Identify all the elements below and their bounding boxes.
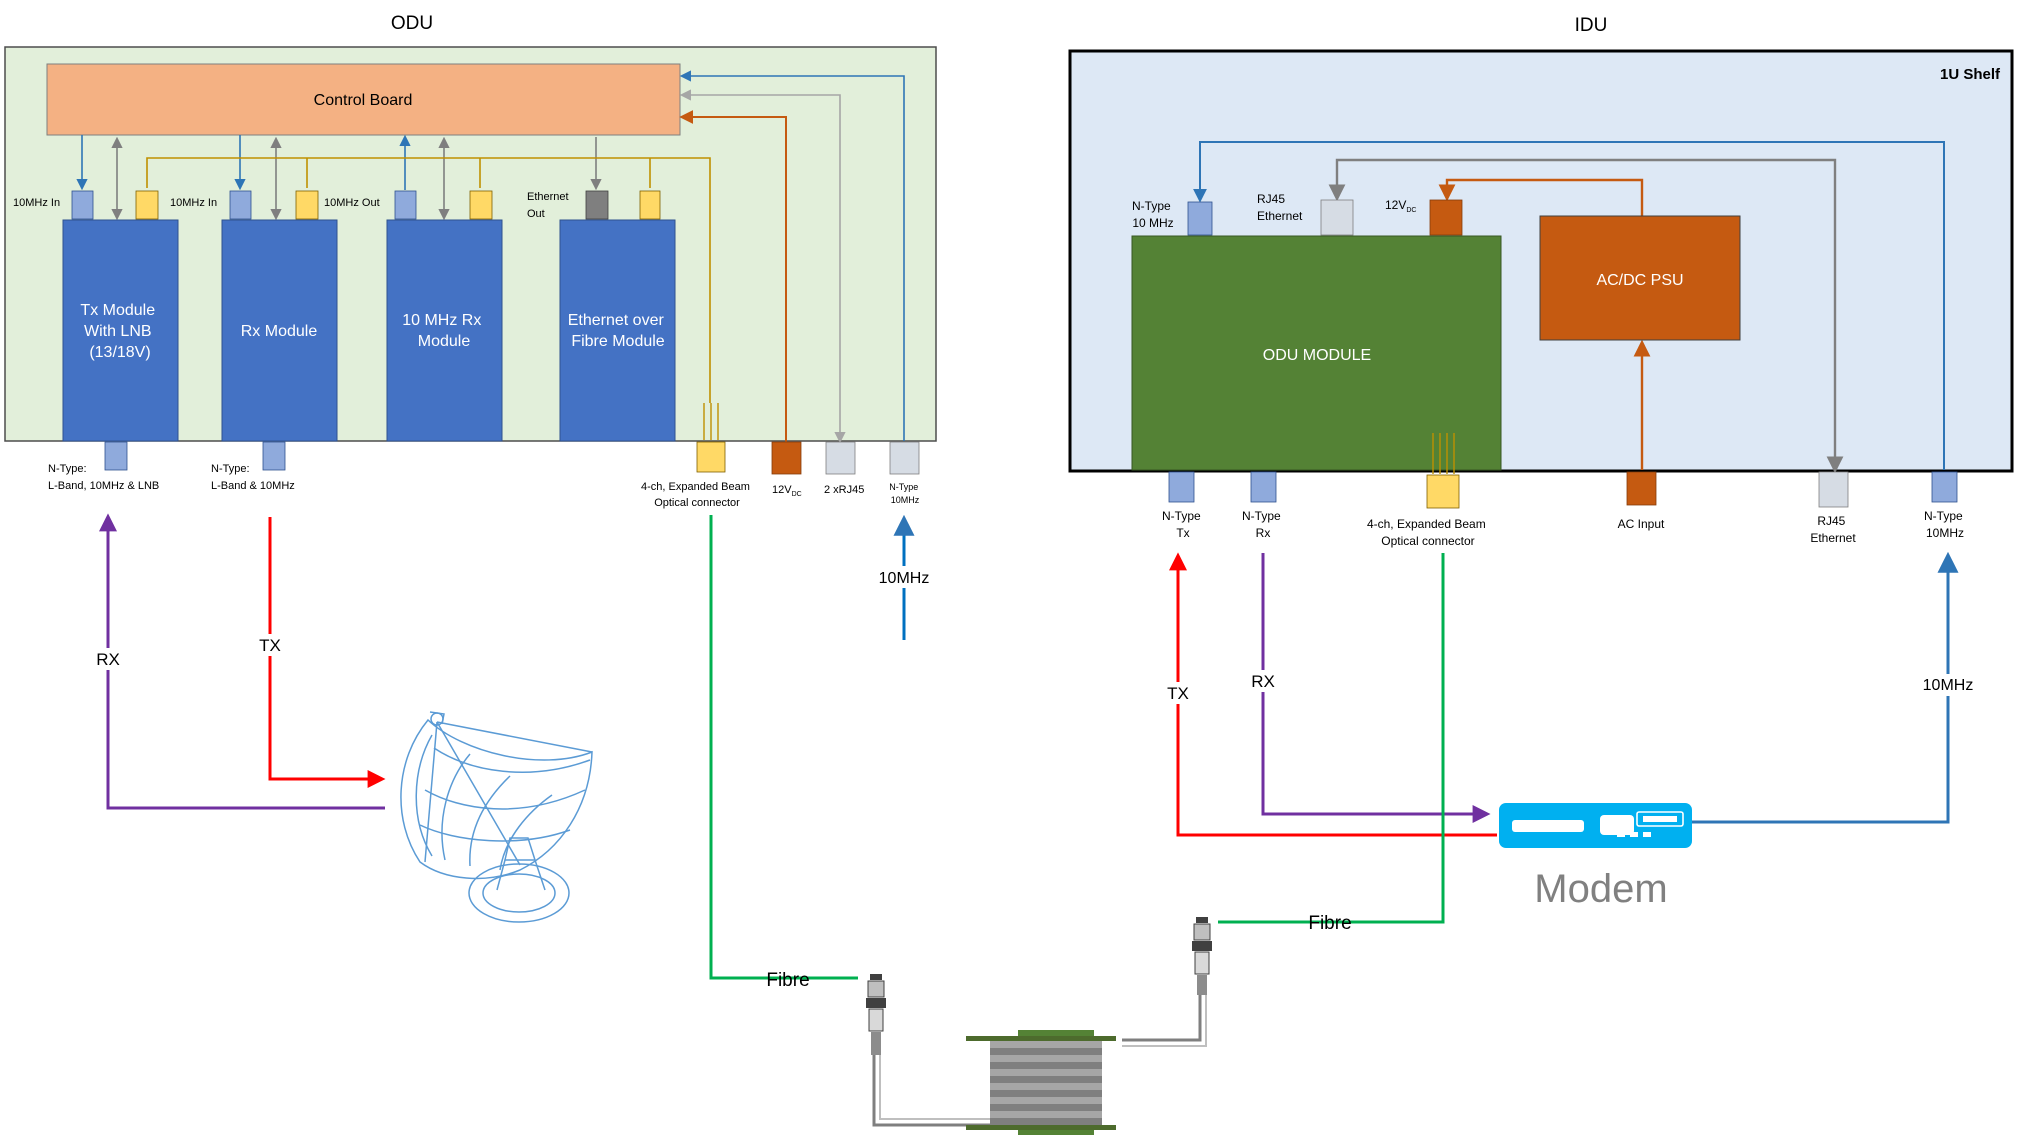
idu-shelf-label: 1U Shelf bbox=[1940, 66, 2001, 83]
tx-left-label: TX bbox=[259, 636, 281, 655]
tx-left-label-bg bbox=[254, 634, 286, 656]
rx-module bbox=[221, 219, 338, 442]
odu-rj45-port bbox=[825, 441, 856, 475]
ethernet-out-label: Ethernet Out bbox=[527, 191, 572, 220]
rx-module-label: Rx Module bbox=[241, 323, 318, 340]
tx-10mhz-in-port bbox=[71, 190, 94, 220]
odu-ntype-rx-port bbox=[262, 441, 286, 471]
rx-aux-port bbox=[295, 190, 319, 220]
ac-dc-psu-label: AC/DC PSU bbox=[1596, 272, 1683, 289]
10mhz-rx-module-label: 10 MHz Rx Module bbox=[402, 312, 486, 350]
idu-12vdc-label: 12VDC bbox=[1385, 198, 1416, 214]
modem-label: Modem bbox=[1534, 867, 1667, 911]
idu-ac-input-port bbox=[1626, 471, 1657, 506]
ac-dc-psu bbox=[1539, 215, 1741, 341]
rx-10mhz-in-port bbox=[229, 190, 252, 220]
idu-title: IDU bbox=[1575, 15, 1608, 36]
odu-ntype-10mhz-label: N-Type 10MHz bbox=[889, 482, 921, 505]
fibre-reel-icon bbox=[872, 995, 1207, 1135]
idu-optical-label: 4-ch, Expanded Beam Optical connector bbox=[1367, 517, 1489, 548]
10mhz-right-label: 10MHz bbox=[1923, 677, 1974, 694]
rx-left-label: RX bbox=[96, 650, 120, 669]
idu-ac-input-label: AC Input bbox=[1618, 517, 1665, 531]
idu-ntype-rx-label: N-Type Rx bbox=[1242, 509, 1284, 540]
odu-ntype-tx-port bbox=[104, 441, 128, 471]
tx-10mhz-in-label: 10MHz In bbox=[13, 197, 60, 209]
odu-internal-links bbox=[76, 70, 905, 444]
fibre-connector-left-icon bbox=[866, 974, 886, 1055]
tx-right-label-bg bbox=[1162, 682, 1194, 704]
idu-ntype-10mhz-bottom-port bbox=[1931, 471, 1958, 503]
idu-ntype-10mhz-top-port bbox=[1187, 201, 1213, 236]
odu-ntype-10mhz-port bbox=[889, 441, 920, 475]
10mhz-out-port bbox=[394, 190, 417, 220]
idu-optical-connector bbox=[1426, 474, 1460, 509]
idu-ntype-tx-port bbox=[1168, 471, 1195, 503]
odu-12vdc-label: 12VDC bbox=[772, 484, 802, 498]
rx-left-label-bg bbox=[92, 648, 124, 670]
10mhz-out-label: 10MHz Out bbox=[324, 197, 380, 209]
rx-right-label: RX bbox=[1251, 672, 1275, 691]
odu-optical-label: 4-ch, Expanded Beam Optical connector bbox=[641, 481, 753, 509]
10mhz-rx-module bbox=[386, 219, 503, 442]
odu-ntype-rx-label: N-Type: L-Band & 10MHz bbox=[211, 463, 295, 492]
10mhz-left-label: 10MHz bbox=[879, 570, 930, 587]
rx-10mhz-in-label: 10MHz In bbox=[170, 197, 217, 209]
ethernet-module-label: Ethernet over Fibre Module bbox=[568, 312, 669, 350]
idu-ntype-10mhz-top-label: N-Type 10 MHz bbox=[1132, 199, 1174, 230]
idu-internal-links bbox=[1193, 141, 1945, 474]
fibre-right-label: Fibre bbox=[1308, 913, 1351, 934]
eth-aux-port bbox=[639, 190, 661, 220]
idu-ntype-10mhz-bottom-label: N-Type 10MHz bbox=[1924, 509, 1966, 540]
tx-module-label: Tx Module With LNB (13/18V) bbox=[80, 302, 159, 361]
control-board bbox=[46, 63, 681, 136]
satellite-dish-icon bbox=[400, 711, 593, 923]
idu-rj45-top-port bbox=[1320, 199, 1354, 236]
idu-12vdc-port bbox=[1429, 199, 1463, 236]
10mhz-left-label-bg bbox=[874, 566, 934, 588]
control-board-label: Control Board bbox=[314, 92, 413, 109]
odu-module-label: ODU MODULE bbox=[1263, 347, 1371, 364]
idu-external-links bbox=[1169, 551, 1959, 924]
fibre-connector-right-icon bbox=[1192, 917, 1212, 995]
odu-optical-connector bbox=[696, 441, 726, 473]
idu-rj45-bottom-label: RJ45 Ethernet bbox=[1810, 514, 1856, 545]
10mhz-aux-port bbox=[469, 190, 493, 220]
idu-ntype-tx-label: N-Type Tx bbox=[1162, 509, 1204, 540]
odu-ntype-tx-label: N-Type: L-Band, 10MHz & LNB bbox=[48, 463, 159, 492]
ethernet-over-fibre-module bbox=[559, 219, 676, 442]
rx-right-label-bg bbox=[1247, 670, 1279, 692]
idu-rj45-top-label: RJ45 Ethernet bbox=[1257, 192, 1303, 223]
fibre-left-label: Fibre bbox=[766, 970, 809, 991]
odu-title: ODU bbox=[391, 13, 433, 34]
modem-icon bbox=[1499, 803, 1692, 848]
odu-module bbox=[1131, 235, 1502, 471]
tx-aux-port bbox=[135, 190, 159, 220]
tx-module bbox=[62, 219, 179, 442]
ethernet-out-port bbox=[585, 190, 609, 220]
tx-right-label: TX bbox=[1167, 684, 1189, 703]
odu-12vdc-port bbox=[771, 441, 802, 475]
10mhz-right-label-bg bbox=[1918, 674, 1978, 696]
odu-external-links bbox=[99, 513, 915, 980]
idu-rj45-bottom-port bbox=[1818, 471, 1849, 508]
odu-rj45-label: 2 xRJ45 bbox=[824, 484, 864, 496]
idu-ntype-rx-port bbox=[1250, 471, 1277, 503]
